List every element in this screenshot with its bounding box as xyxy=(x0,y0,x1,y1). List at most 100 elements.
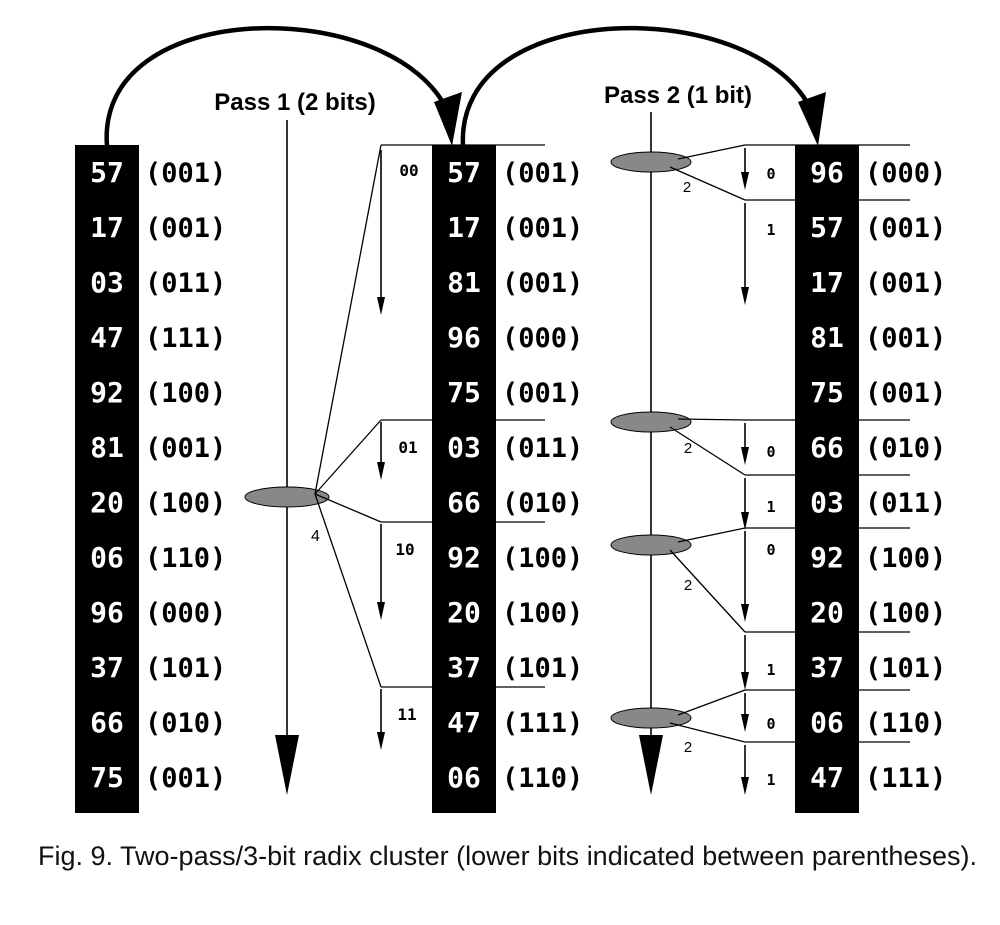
pass-2-bucket-label: 1 xyxy=(766,221,775,239)
pass-1-bucket-01-arrow-head xyxy=(377,462,385,480)
cell-value: 57 xyxy=(90,156,124,189)
pass-2-fanout-line xyxy=(677,418,746,421)
pass-2-bucket-label: 0 xyxy=(766,443,775,461)
cell-bits: (110) xyxy=(502,763,583,794)
cell-value: 96 xyxy=(810,156,844,189)
cell-bits: (110) xyxy=(865,708,946,739)
pass-2-scan-arrowhead xyxy=(639,735,663,795)
value-column-after-pass-2 xyxy=(795,145,859,813)
cell-value: 37 xyxy=(810,651,844,684)
pass-1-curve-arrow xyxy=(104,25,451,147)
cell-bits: (100) xyxy=(145,378,226,409)
pass-2-curve-arrowhead xyxy=(798,92,826,146)
radix-cluster-diagram: 57 (001) 17 (001) 03 (011) 47 (111) 92 (100) 81 (00… xyxy=(75,25,946,813)
cell-value: 57 xyxy=(447,156,481,189)
pass-1-hash-ellipse xyxy=(244,486,330,508)
cell-value: 20 xyxy=(447,596,481,629)
pass-1-bucket-label: 11 xyxy=(397,705,416,724)
cell-value: 92 xyxy=(90,376,124,409)
pass-2-bucket-1-arrow-head xyxy=(741,672,749,690)
pass-2-bucket-label: 1 xyxy=(766,771,775,789)
pass-2-fanout-count: 2 xyxy=(684,440,692,457)
cell-bits: (001) xyxy=(865,378,946,409)
pass-2-curve-arrow xyxy=(460,25,815,147)
pass-2-fanout-count: 2 xyxy=(684,739,692,756)
cell-value: 75 xyxy=(447,376,481,409)
pass-1-scan-arrowhead xyxy=(275,735,299,795)
pass-2-fanout-line xyxy=(669,549,746,633)
pass-2-fanout-line xyxy=(677,527,746,543)
pass-2-fanout-line xyxy=(669,722,746,743)
pass-1-bucket-label: 01 xyxy=(398,438,417,457)
figure-caption: Fig. 9. Two-pass/3-bit radix cluster (lo… xyxy=(38,841,977,871)
cell-value: 75 xyxy=(90,761,124,794)
cell-bits: (001) xyxy=(865,213,946,244)
cell-bits: (100) xyxy=(145,488,226,519)
value-column-after-pass-1 xyxy=(432,145,496,813)
cell-bits: (001) xyxy=(865,323,946,354)
pass-2-bucket-1-arrow-head xyxy=(741,777,749,795)
cell-value: 66 xyxy=(810,431,844,464)
cell-bits: (100) xyxy=(865,543,946,574)
pass-1-bucket-00-arrow-head xyxy=(377,297,385,315)
pass-1-bucket-label: 00 xyxy=(399,161,418,180)
pass-2-fanout-line xyxy=(669,166,746,201)
cell-bits: (000) xyxy=(865,158,946,189)
cell-value: 06 xyxy=(810,706,844,739)
cell-value: 66 xyxy=(90,706,124,739)
cell-bits: (010) xyxy=(865,433,946,464)
cell-value: 47 xyxy=(447,706,481,739)
cell-bits: (001) xyxy=(502,378,583,409)
cell-bits: (100) xyxy=(502,543,583,574)
cell-value: 47 xyxy=(810,761,844,794)
pass-2-bucket-0-arrow-head xyxy=(741,172,749,190)
pass-2-bucket-0-arrow-head xyxy=(741,714,749,732)
cell-bits: (011) xyxy=(865,488,946,519)
pass-1-fanout-line xyxy=(314,144,382,495)
cell-bits: (100) xyxy=(502,598,583,629)
pass-2-hash-ellipse xyxy=(610,411,692,433)
cell-value: 06 xyxy=(447,761,481,794)
cell-bits: (111) xyxy=(502,708,583,739)
cell-value: 75 xyxy=(810,376,844,409)
cell-value: 81 xyxy=(810,321,844,354)
cell-value: 17 xyxy=(90,211,124,244)
pass-2-fanout-count: 2 xyxy=(684,577,692,594)
cell-value: 37 xyxy=(90,651,124,684)
cell-bits: (101) xyxy=(865,653,946,684)
cell-bits: (010) xyxy=(502,488,583,519)
pass-1-fanout-count: 4 xyxy=(311,528,320,545)
pass-1-bucket-11-arrow-head xyxy=(377,732,385,750)
pass-2-bucket-1-arrow-head xyxy=(741,287,749,305)
cell-bits: (001) xyxy=(145,213,226,244)
cell-bits: (001) xyxy=(145,763,226,794)
cell-value: 57 xyxy=(810,211,844,244)
pass-2-bucket-label: 1 xyxy=(766,661,775,679)
cell-bits: (001) xyxy=(502,158,583,189)
cell-bits: (101) xyxy=(502,653,583,684)
pass-2-bucket-1-arrow-head xyxy=(741,512,749,530)
cell-value: 17 xyxy=(810,266,844,299)
pass-1-bucket-label: 10 xyxy=(395,540,414,559)
cell-value: 47 xyxy=(90,321,124,354)
cell-bits: (000) xyxy=(502,323,583,354)
cell-bits: (001) xyxy=(865,268,946,299)
cell-value: 96 xyxy=(90,596,124,629)
cell-value: 96 xyxy=(447,321,481,354)
cell-value: 17 xyxy=(447,211,481,244)
cell-bits: (001) xyxy=(502,213,583,244)
pass-1-curve-arrowhead xyxy=(434,92,462,146)
pass-1-fanout-line xyxy=(314,493,382,523)
cell-value: 81 xyxy=(447,266,481,299)
pass-2-bucket-label: 0 xyxy=(766,165,775,183)
pass-2-bucket-label: 0 xyxy=(766,541,775,559)
cell-bits: (111) xyxy=(145,323,226,354)
cell-value: 06 xyxy=(90,541,124,574)
pass-1-bucket-10-arrow-head xyxy=(377,602,385,620)
pass-2-hash-ellipse xyxy=(610,151,692,173)
pass-2-fanout-line xyxy=(669,426,746,476)
cell-bits: (001) xyxy=(145,158,226,189)
cell-value: 03 xyxy=(90,266,124,299)
cell-value: 03 xyxy=(810,486,844,519)
cell-bits: (001) xyxy=(502,268,583,299)
